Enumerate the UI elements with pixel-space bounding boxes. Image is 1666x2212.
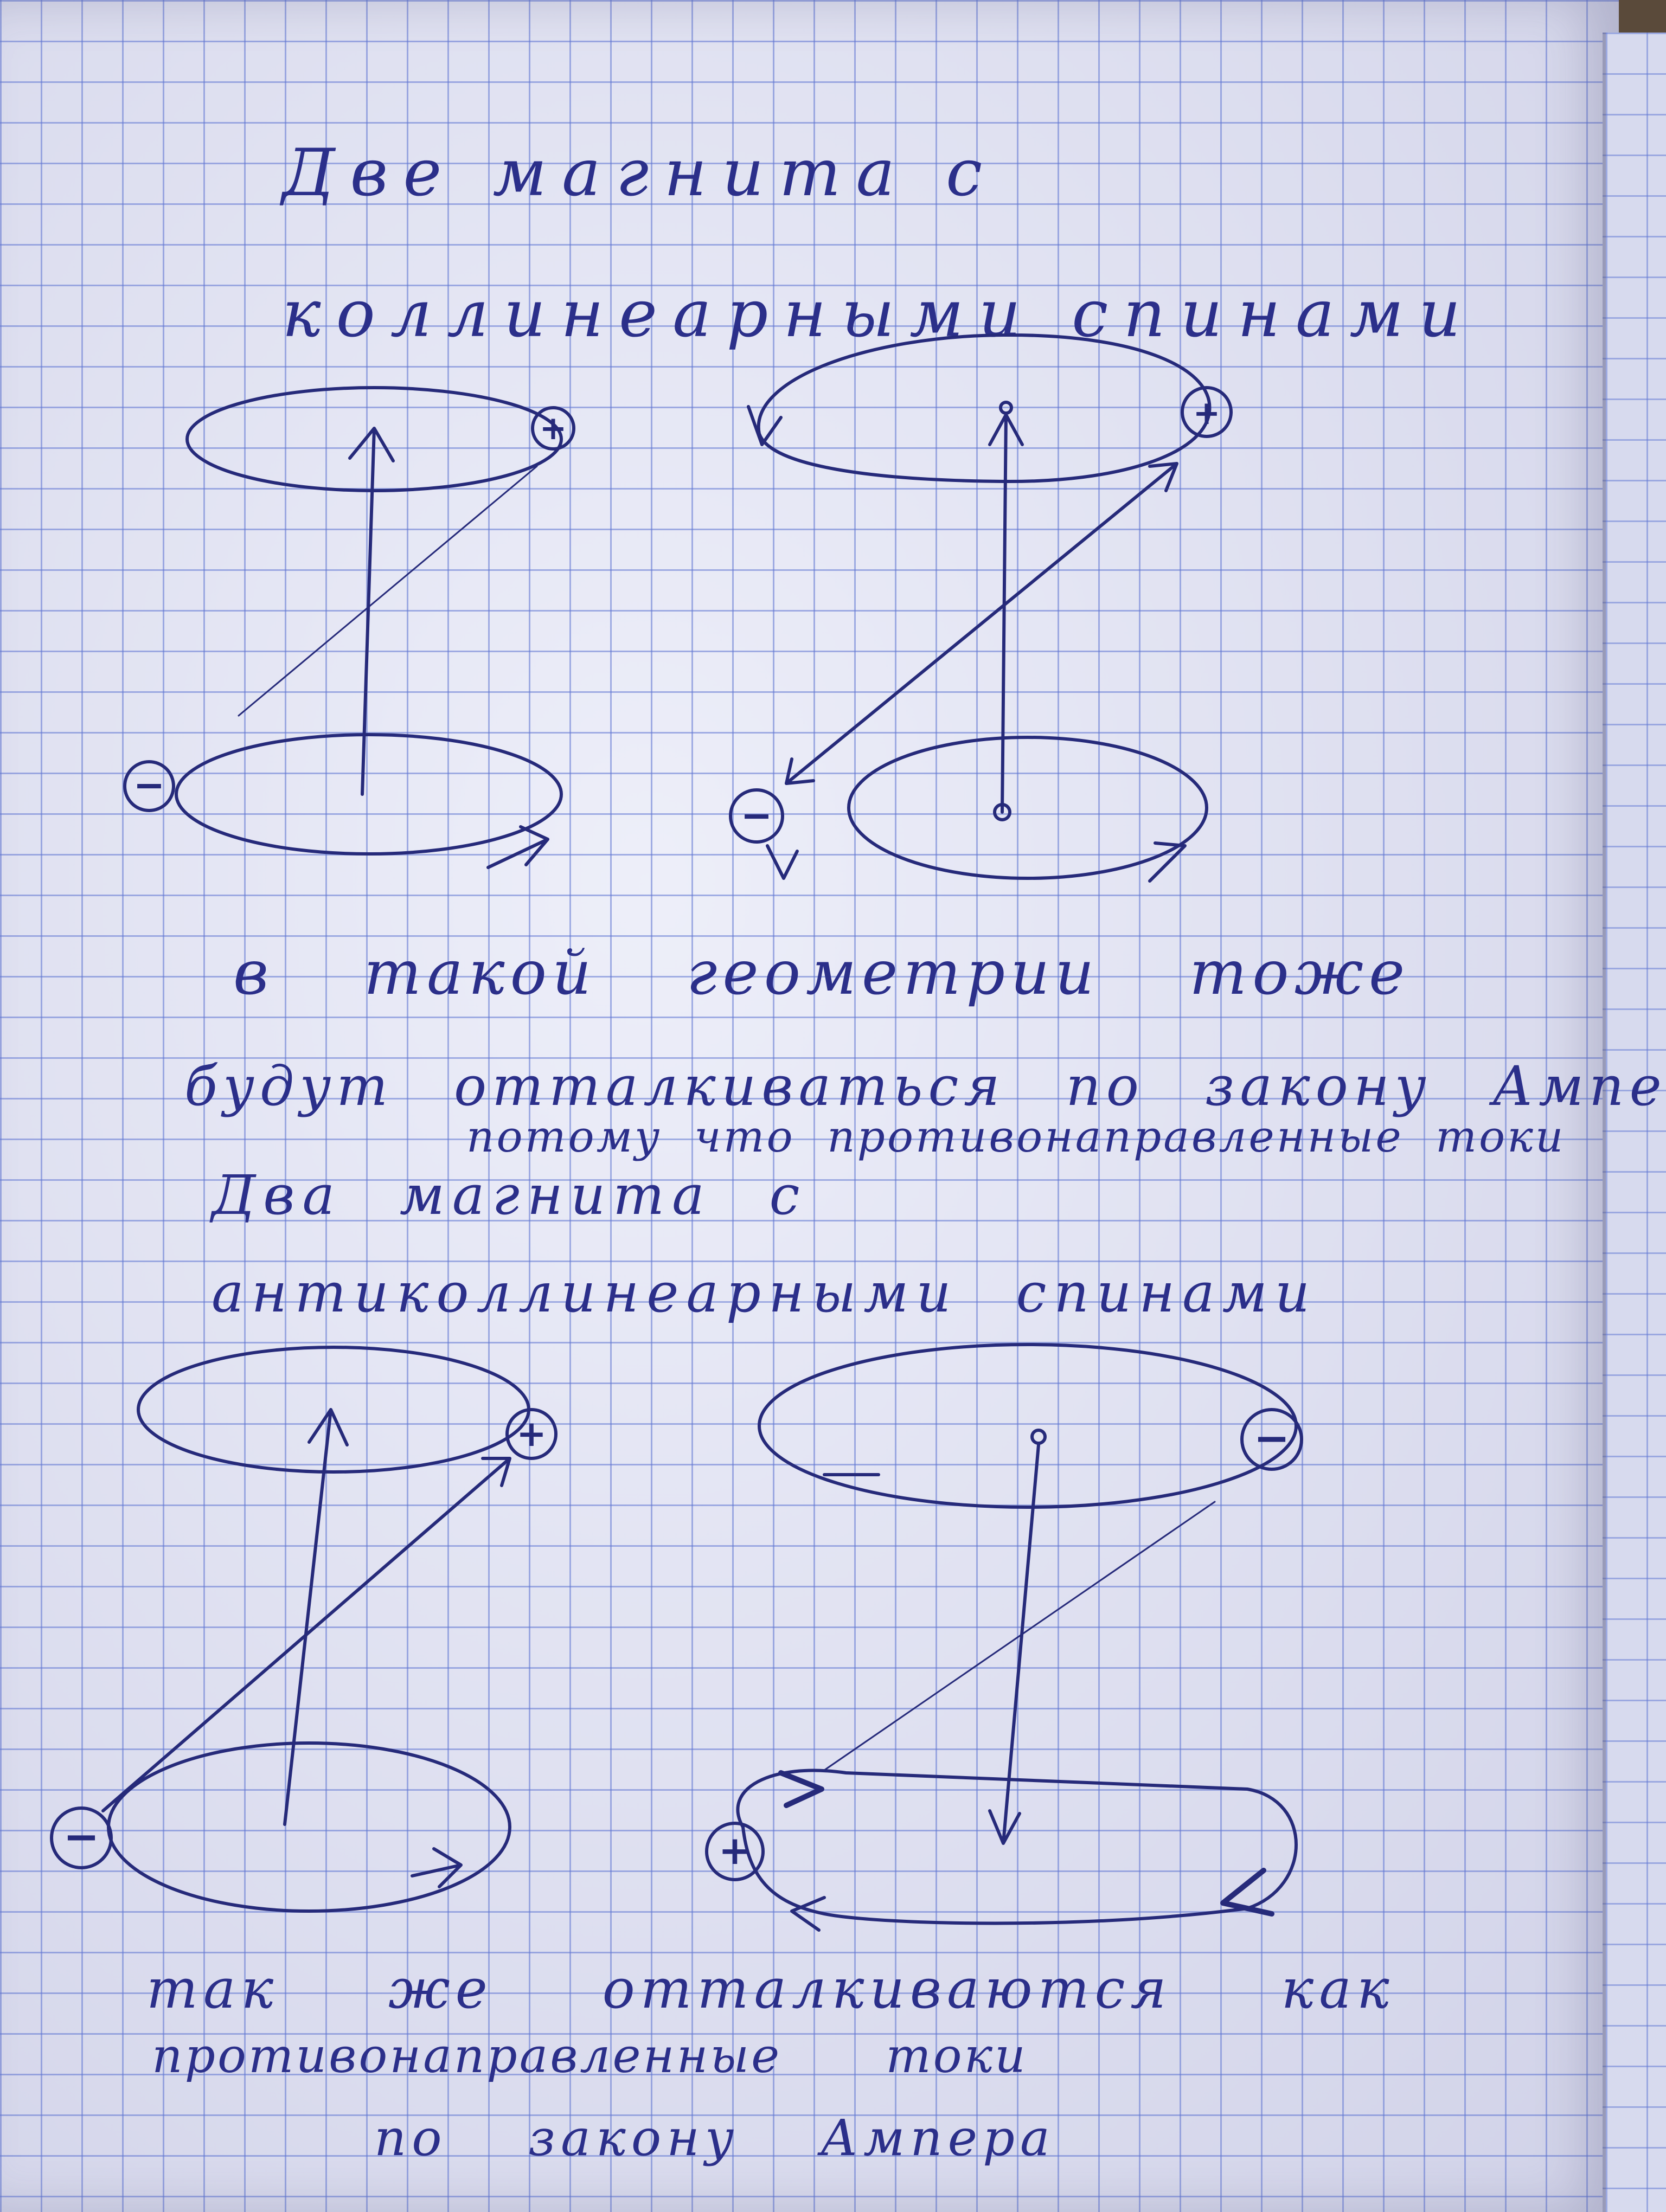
plus-label: + xyxy=(719,1828,751,1873)
loop-upper xyxy=(758,1343,1298,1509)
arrowhead-right xyxy=(1220,1868,1274,1917)
loop-lower xyxy=(736,1769,1298,1925)
faint-diagonal xyxy=(823,1501,1216,1771)
plus-sign xyxy=(531,406,575,451)
diagonal-arrow xyxy=(785,462,1178,785)
loop-lower xyxy=(175,733,563,856)
diagonal-arrow xyxy=(101,1457,511,1812)
note-line-2: будут отталкиваться по закону Ампера xyxy=(184,1054,1666,1118)
spin-arrow xyxy=(988,413,1024,814)
minus-sign xyxy=(123,760,175,812)
notebook-page xyxy=(0,0,1619,2212)
diagonal-arrowhead-low xyxy=(785,757,815,785)
loop-lower xyxy=(107,1741,511,1913)
note-bottom-2: противонаправленные токи xyxy=(152,2028,1028,2084)
loop-upper xyxy=(757,333,1212,484)
diagram-bottom-left: + − xyxy=(50,1346,558,1913)
spin-arrow xyxy=(348,427,395,796)
minus-sign xyxy=(729,788,784,844)
arrowhead-lower-right xyxy=(1148,841,1187,883)
current-arrow xyxy=(411,1847,463,1888)
spin-arrow-down xyxy=(988,1443,1040,1845)
minus-label: − xyxy=(1253,1413,1290,1463)
current-arrow xyxy=(486,825,549,869)
note-line-1: в такой геометрии тоже xyxy=(233,938,1411,1008)
plus-sign xyxy=(705,1822,765,1881)
center-dot-upper xyxy=(1030,1429,1047,1445)
minus-label: − xyxy=(133,763,165,807)
loop-upper xyxy=(137,1346,530,1474)
note-line-3: потому что противонаправленные токи xyxy=(466,1111,1566,1162)
plus-sign xyxy=(1181,386,1233,438)
plus-sign xyxy=(505,1408,558,1460)
arrowhead-lower-left xyxy=(766,844,799,880)
diagram-top-right: + − xyxy=(729,333,1233,883)
notebook-next-page-edge xyxy=(1603,33,1666,2212)
heading-collinear: Две магнита с коллинеарными спинами xyxy=(282,136,1476,352)
spin-arrow xyxy=(283,1408,349,1826)
minus-label: − xyxy=(63,1811,99,1862)
arrowhead-left xyxy=(747,405,783,446)
note-bottom-1: так же отталкиваются как xyxy=(146,1957,1395,2021)
diagram-bottom-right: − + xyxy=(705,1343,1303,1932)
heading-anticollinear: Два магнита с антиколлинеарными спинами xyxy=(212,1163,1318,1324)
minus-sign xyxy=(50,1806,113,1869)
minus-label: − xyxy=(741,793,773,838)
loop-upper xyxy=(185,386,563,492)
plus-label: + xyxy=(1193,394,1220,432)
note-bottom-3: по закону Ампера xyxy=(374,2109,1055,2167)
arrowhead-upper-left xyxy=(778,1770,824,1808)
faint-diagonal xyxy=(238,465,538,717)
loop-lower xyxy=(847,736,1208,880)
arrowhead-lower-left xyxy=(790,1896,826,1932)
center-dot-upper xyxy=(999,401,1013,415)
diagram-top-left: + − xyxy=(123,386,575,869)
plus-label: + xyxy=(540,409,567,447)
minus-sign xyxy=(1240,1408,1303,1471)
plus-label: + xyxy=(516,1413,546,1455)
